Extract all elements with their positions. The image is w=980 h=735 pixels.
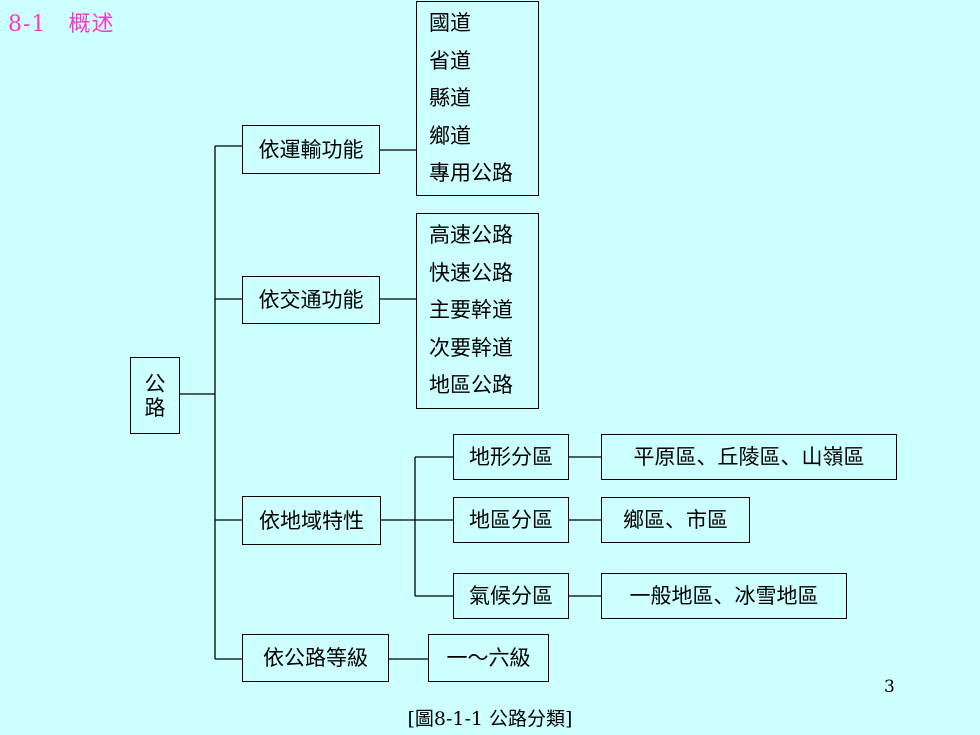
list-item: 國道 [429,11,471,35]
value-label: 一般地區、冰雪地區 [629,584,819,608]
branch-label: 依公路等級 [263,646,368,670]
list-item: 省道 [429,48,471,73]
root-node-road: 公 路 [130,357,180,434]
sub-node-area: 地區分區 [453,497,569,543]
branch-transport-function: 依運輸功能 [242,125,380,174]
value-node-terrain: 平原區、丘陵區、山嶺區 [601,434,897,480]
sub-node-label: 氣候分區 [469,584,553,608]
root-char: 公 [144,371,166,396]
section-number: 8-1 [8,12,47,37]
list-item: 縣道 [429,86,471,110]
list-traffic-function: 高速公路 快速公路 主要幹道 次要幹道 地區公路 [416,213,539,409]
branch-label: 依地域特性 [259,508,364,533]
value-label: 鄉區、市區 [623,508,728,532]
figure-caption: [圖8-1-1 公路分類] [407,708,573,730]
list-item: 次要幹道 [429,335,513,360]
list-item: 快速公路 [429,260,513,285]
section-heading: 8-1 概述 [8,6,114,38]
list-item: 鄉道 [429,123,471,148]
list-item: 主要幹道 [429,298,513,322]
list-transport-function: 國道 省道 縣道 鄉道 專用公路 [416,1,539,196]
list-item: 專用公路 [429,161,513,185]
branch-traffic-function: 依交通功能 [242,276,380,324]
list-item: 高速公路 [429,223,513,247]
root-char: 路 [144,395,166,420]
section-title: 概述 [68,12,115,37]
value-label: 一～六級 [446,646,531,670]
sub-node-climate: 氣候分區 [453,573,569,619]
value-node-grade: 一～六級 [428,634,549,682]
value-node-area: 鄉區、市區 [601,497,750,543]
sub-node-label: 地區分區 [469,508,553,532]
branch-road-grade: 依公路等級 [242,634,389,682]
branch-label: 依交通功能 [258,288,364,312]
page-number: 3 [884,677,895,697]
branch-label: 依運輸功能 [258,137,364,162]
sub-node-terrain: 地形分區 [453,434,569,480]
list-item: 地區公路 [429,373,513,397]
value-label: 平原區、丘陵區、山嶺區 [633,445,865,469]
value-node-climate: 一般地區、冰雪地區 [601,573,847,619]
sub-node-label: 地形分區 [469,445,553,469]
branch-regional-characteristics: 依地域特性 [242,496,381,545]
